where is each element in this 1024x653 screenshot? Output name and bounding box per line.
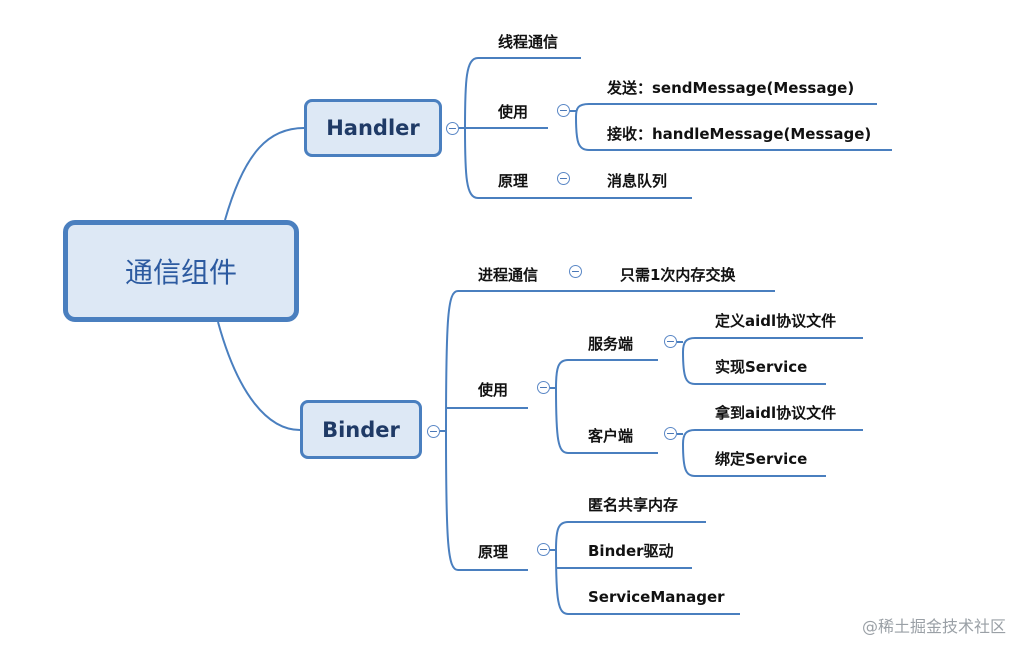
binder-principle-item: ServiceManager bbox=[588, 588, 725, 606]
binder-principle-toggle[interactable]: − bbox=[537, 543, 550, 556]
link-handler-children bbox=[459, 57, 479, 199]
watermark-text: @稀土掘金技术社区 bbox=[861, 617, 1006, 636]
binder-copy-label: 只需1次内存交换 bbox=[620, 266, 736, 284]
handler-ipc-label: 线程通信 bbox=[498, 33, 559, 51]
root-label: 通信组件 bbox=[124, 256, 237, 289]
handler-label: Handler bbox=[326, 116, 420, 140]
binder-server-item: 定义aidl协议文件 bbox=[715, 312, 837, 330]
binder-client-label: 客户端 bbox=[588, 427, 634, 445]
binder-server-label: 服务端 bbox=[588, 335, 634, 353]
minus-icon: − bbox=[558, 172, 569, 185]
binder-principle-item: 匿名共享内存 bbox=[588, 496, 679, 514]
binder-usage-toggle[interactable]: − bbox=[537, 381, 550, 394]
binder-client-item: 绑定Service bbox=[715, 450, 808, 468]
binder-client-toggle[interactable]: − bbox=[664, 427, 677, 440]
binder-client-item: 拿到aidl协议文件 bbox=[715, 404, 837, 422]
binder-server-item: 实现Service bbox=[715, 358, 808, 376]
handler-node[interactable]: Handler bbox=[304, 99, 442, 157]
binder-principle-label: 原理 bbox=[478, 543, 509, 561]
handler-send-label: 发送：sendMessage(Message) bbox=[607, 79, 855, 97]
minus-icon: − bbox=[665, 335, 676, 348]
handler-principle-toggle[interactable]: − bbox=[557, 172, 570, 185]
minus-icon: − bbox=[428, 425, 439, 438]
root-node[interactable]: 通信组件 bbox=[63, 220, 299, 322]
binder-ipc-label: 进程通信 bbox=[478, 266, 539, 284]
handler-usage-label: 使用 bbox=[498, 103, 529, 121]
handler-queue-label: 消息队列 bbox=[607, 172, 668, 190]
minus-icon: − bbox=[665, 427, 676, 440]
minus-icon: − bbox=[447, 122, 458, 135]
minus-icon: − bbox=[558, 104, 569, 117]
handler-usage-toggle[interactable]: − bbox=[557, 104, 570, 117]
binder-usage-label: 使用 bbox=[478, 381, 509, 399]
handler-receive-label: 接收：handleMessage(Message) bbox=[607, 125, 872, 143]
binder-label: Binder bbox=[322, 417, 400, 442]
handler-principle-label: 原理 bbox=[498, 172, 529, 190]
minus-icon: − bbox=[538, 543, 549, 556]
binder-server-toggle[interactable]: − bbox=[664, 335, 677, 348]
binder-collapse-toggle[interactable]: − bbox=[427, 425, 440, 438]
link-binder-children bbox=[440, 290, 459, 571]
binder-node[interactable]: Binder bbox=[300, 400, 422, 459]
minus-icon: − bbox=[570, 265, 581, 278]
link-root-handler bbox=[224, 127, 305, 221]
minus-icon: − bbox=[538, 381, 549, 394]
binder-principle-item: Binder驱动 bbox=[588, 542, 674, 560]
binder-ipc-toggle[interactable]: − bbox=[569, 265, 582, 278]
handler-collapse-toggle[interactable]: − bbox=[446, 122, 459, 135]
link-root-binder bbox=[217, 321, 301, 431]
